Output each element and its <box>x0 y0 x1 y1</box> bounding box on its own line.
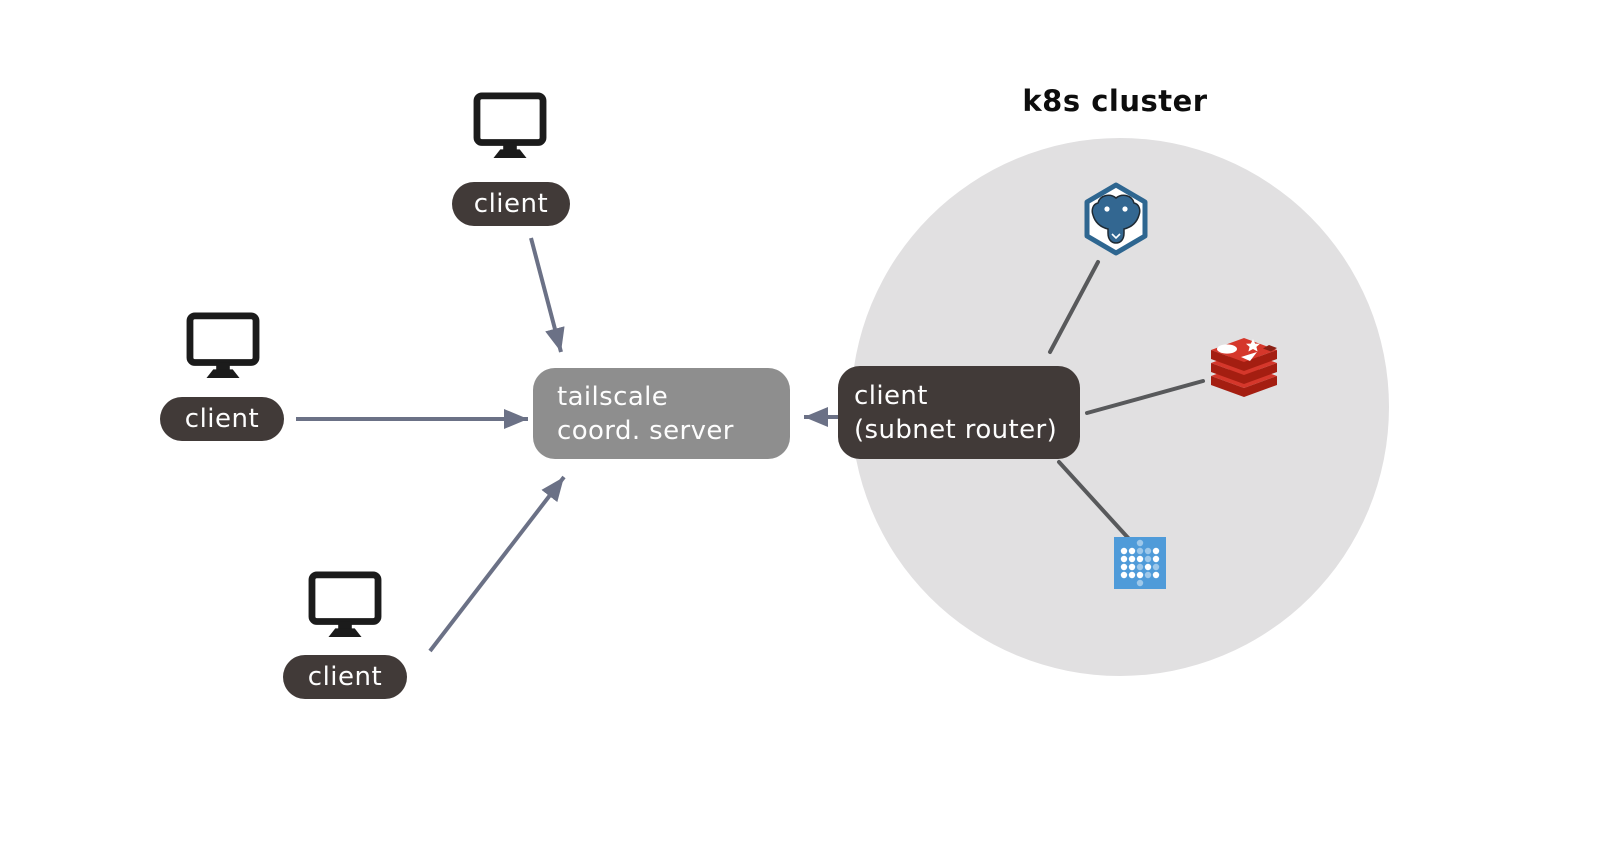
client-monitor-icon <box>477 96 543 158</box>
client-label: client <box>473 189 549 219</box>
client-label: client <box>307 662 383 692</box>
arrow-client-top-to-coord <box>529 237 565 353</box>
link-subnet-to-metabase <box>1057 460 1132 542</box>
link-subnet-to-redis <box>1085 379 1205 415</box>
subnet-router-label-line1: client <box>854 380 928 411</box>
client-node-left: client <box>160 397 284 441</box>
tailscale-coord-server-node: tailscale coord. server <box>533 368 790 459</box>
k8s-cluster-boundary <box>851 138 1389 676</box>
client-node-bottom: client <box>283 655 407 699</box>
link-subnet-to-postgresql <box>1048 260 1100 354</box>
coord-server-label-line2: coord. server <box>557 415 734 446</box>
client-monitor-icon <box>312 575 378 637</box>
subnet-router-node: client (subnet router) <box>838 366 1080 459</box>
arrow-client-bottom-to-coord <box>428 475 566 653</box>
subnet-router-label-line2: (subnet router) <box>854 414 1058 445</box>
client-monitor-icon <box>190 316 256 378</box>
client-node-top: client <box>452 182 570 226</box>
redis-icon <box>1211 338 1277 397</box>
postgresql-icon <box>1084 182 1148 256</box>
coord-server-label-line1: tailscale <box>557 381 669 412</box>
client-label: client <box>184 404 260 434</box>
k8s-cluster-title: k8s cluster <box>1022 84 1208 118</box>
metabase-icon <box>1114 537 1166 589</box>
